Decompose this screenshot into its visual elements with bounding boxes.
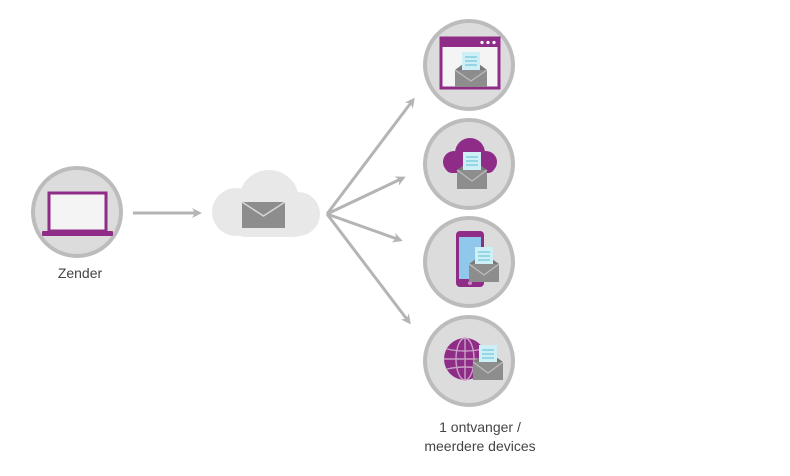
relay-envelope xyxy=(241,201,286,228)
globe-envelope-icon xyxy=(444,337,504,381)
sender-label: Zender xyxy=(57,265,103,281)
receiver-label-line2: meerdere devices xyxy=(424,438,536,454)
device-cloud-mail xyxy=(423,118,515,210)
cloud-envelope-icon xyxy=(212,170,320,237)
fanout-arrows xyxy=(325,97,415,325)
laptop-icon xyxy=(42,191,113,236)
browser-window-envelope-icon xyxy=(439,36,501,90)
device-browser-mail xyxy=(423,19,515,111)
receiver-label: 1 ontvanger / meerdere devices xyxy=(380,418,580,456)
receiver-label-line1: 1 ontvanger / xyxy=(439,419,521,435)
device-phone-mail xyxy=(423,216,515,308)
purple-cloud-envelope-icon xyxy=(443,138,497,189)
device-web-mail xyxy=(423,315,515,407)
sender-node xyxy=(31,166,123,258)
smartphone-envelope-icon xyxy=(456,231,500,287)
